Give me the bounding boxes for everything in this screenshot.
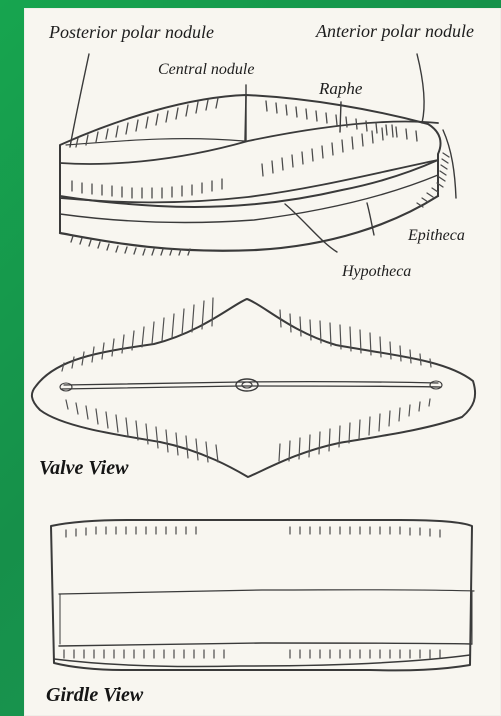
label-hypotheca: Hypotheca: [342, 264, 411, 280]
label-raphe: Raphe: [319, 80, 362, 97]
label-anterior-polar-nodule: Anterior polar nodule: [316, 22, 474, 40]
leader-lines: [70, 54, 456, 252]
cell-3d-view: [60, 95, 449, 255]
valve-view-shape: [32, 298, 475, 477]
label-central-nodule: Central nodule: [158, 62, 254, 78]
label-posterior-polar-nodule: Posterior polar nodule: [49, 23, 214, 41]
girdle-view-shape: [51, 520, 474, 670]
label-epitheca: Epitheca: [408, 228, 465, 244]
valve-view-title: Valve View: [39, 458, 128, 478]
girdle-view-title: Girdle View: [46, 685, 143, 705]
